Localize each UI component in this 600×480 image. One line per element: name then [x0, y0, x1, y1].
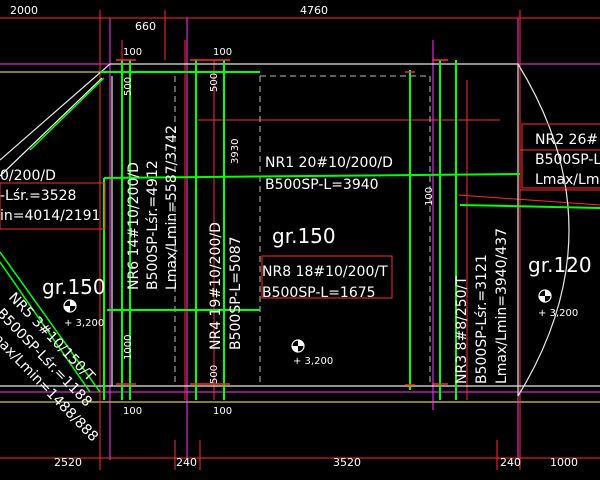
rebar-nr3-spec: B500SP-Lśr.=3121: [474, 254, 490, 384]
level-center: + 3,200: [293, 356, 333, 367]
rebar-left-title: 0/200/D: [0, 168, 56, 184]
rebar-nr1-spec: B500SP-L=3940: [265, 177, 379, 193]
level-marker-center: [291, 339, 305, 353]
rebar-nr6-spec: B500SP-Lśr.=4912: [145, 160, 161, 290]
thickness-right: gr.120: [528, 253, 592, 277]
dim-500-left-top: 500: [123, 77, 134, 96]
rebar-ticks: [116, 59, 448, 386]
dim-top-2000: 2000: [10, 4, 38, 17]
rebar-left-spec: -Lśr.=3528: [0, 188, 76, 204]
dim-bottom-240-left: 240: [176, 456, 197, 469]
rebar-nr3-extra: Lmax/Lmin=3940/437: [494, 228, 510, 384]
slab-outline: [0, 63, 600, 397]
rebar-nr6-extra: Lmax/Lmin=5587/3742: [164, 125, 180, 290]
dim-1000-left: 1000: [123, 335, 134, 360]
rebar-left-extra: in=4014/2191: [0, 208, 100, 224]
rebar-nr4-title: NR4 19#10/200/D: [208, 222, 224, 350]
level-marker-left: [63, 299, 77, 313]
level-right: + 3,200: [538, 308, 578, 319]
rebar-nr6-title: NR6 14#10/200/D: [126, 162, 142, 290]
dim-100-top-left: 100: [123, 47, 142, 58]
dim-bottom-3520: 3520: [333, 456, 361, 469]
dim-top-660: 660: [135, 20, 156, 33]
dashed-boundary: [174, 75, 431, 386]
level-marker-right: [538, 289, 552, 303]
dim-bottom-2520: 2520: [54, 456, 82, 469]
thickness-center: gr.150: [272, 224, 336, 248]
dim-100-bottom-left: 100: [123, 406, 142, 417]
rebar-nr2-title: NR2 26#: [535, 132, 598, 148]
label-frames: [0, 123, 600, 299]
dim-100-top-mid: 100: [213, 47, 232, 58]
rebar-nr8-spec: B500SP-L=1675: [262, 285, 376, 301]
rebar-nr2-spec: B500SP-L: [535, 152, 600, 168]
dim-100-vertical: 100: [424, 187, 435, 206]
dim-100-bottom-mid: 100: [213, 406, 232, 417]
rebar-nr1-title: NR1 20#10/200/D: [265, 155, 393, 171]
rebar-nr8-title: NR8 18#10/200/T: [262, 264, 388, 280]
dim-500-mid-bottom: 500: [209, 365, 220, 384]
rebar-nr4-spec: B500SP-L=5087: [228, 236, 244, 350]
dim-bottom-240-right: 240: [500, 456, 521, 469]
level-left: + 3,200: [64, 318, 104, 329]
dim-top-4760: 4760: [300, 4, 328, 17]
rebar-lines: [0, 60, 600, 400]
dim-500-mid-top: 500: [209, 73, 220, 92]
thickness-left: gr.150: [42, 275, 106, 299]
dim-bottom-1000: 1000: [550, 456, 578, 469]
rebar-nr3-title: NR3 8#8/250/T: [454, 276, 470, 384]
rebar-nr2-extra: Lmax/Lm: [535, 172, 599, 188]
dim-3930: 3930: [230, 139, 241, 164]
